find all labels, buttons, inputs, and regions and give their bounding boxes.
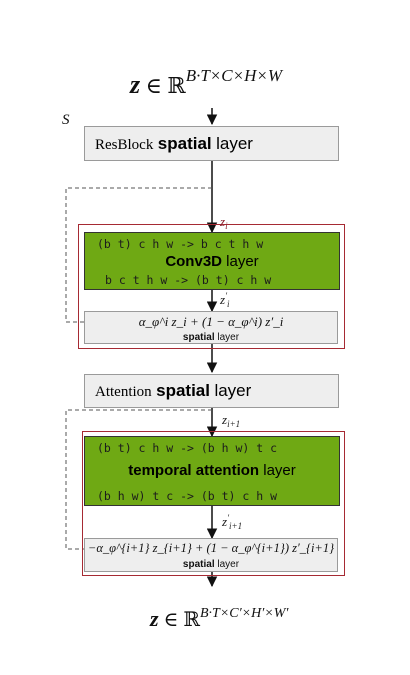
temporal-rearrange-in: (b t) c h w -> (b h w) t c: [97, 441, 278, 455]
input-in-symbol: ∈: [145, 74, 162, 99]
output-z-symbol: z: [150, 606, 159, 631]
conv3d-title: Conv3D layer: [85, 253, 339, 270]
mix1-formula: α_φ^i z_i + (1 − α_φ^i) z′_i: [138, 314, 284, 329]
input-dims: B·T×C×H×W: [185, 66, 282, 85]
block1-z-out-label: z′i: [220, 291, 230, 309]
output-dims: B·T×C′×H′×W′: [200, 606, 289, 621]
resblock-strong: spatial: [157, 134, 212, 153]
conv3d-rearrange-out: b c t h w -> (b t) c h w: [105, 273, 272, 287]
temporal-attention-layer-box: (b t) c h w -> (b h w) t c temporal atte…: [84, 436, 340, 506]
mix1-label: spatial layer: [182, 332, 240, 343]
output-in-symbol: ∈: [163, 607, 179, 631]
output-expression: z ∈ ℝB·T×C′×H′×W′: [150, 606, 288, 632]
attention-suffix: layer: [214, 381, 252, 400]
resblock-spatial-layer-box: ResBlock spatial layer: [84, 126, 339, 161]
conv3d-title-suffix: layer: [222, 253, 259, 270]
resblock-prefix: ResBlock: [95, 137, 154, 153]
conv3d-rearrange-in: (b t) c h w -> b c t h w: [97, 237, 264, 251]
mix1-spatial-layer-box: α_φ^i z_i + (1 − α_φ^i) z′_i spatial lay…: [84, 311, 338, 344]
temporal-title-suffix: layer: [259, 462, 296, 479]
attention-prefix: Attention: [95, 384, 152, 400]
block2-z-in-label: zi+1: [222, 412, 241, 429]
resblock-suffix: layer: [216, 134, 253, 153]
temporal-title: temporal attention layer: [85, 462, 339, 479]
temporal-title-strong: temporal attention: [128, 462, 260, 479]
input-expression: z ∈ ℝB·T×C×H×W: [130, 66, 282, 100]
conv3d-block-frame: [78, 224, 345, 349]
block1-z-in-label: zi: [220, 214, 228, 231]
conv3d-layer-box: (b t) c h w -> b c t h w Conv3D layer b …: [84, 232, 340, 290]
block2-z-out-label: z′i+1: [222, 513, 243, 531]
mix2-spatial-layer-box: −α_φ^{i+1} z_{i+1} + (1 − α_φ^{i+1}) z′_…: [84, 538, 338, 572]
side-label-s: S: [62, 112, 70, 128]
output-real-set: ℝ: [183, 607, 200, 631]
temporal-rearrange-out: (b h w) t c -> (b t) c h w: [97, 489, 278, 503]
temporal-attention-block-frame: [82, 431, 345, 576]
attention-strong: spatial: [156, 381, 210, 400]
mix2-formula: −α_φ^{i+1} z_{i+1} + (1 − α_φ^{i+1}) z′_…: [87, 541, 335, 555]
input-real-set: ℝ: [167, 74, 186, 99]
mix2-label: spatial layer: [182, 559, 240, 570]
attention-spatial-layer-box: Attention spatial layer: [84, 374, 339, 408]
input-z-symbol: z: [130, 70, 141, 99]
conv3d-title-strong: Conv3D: [165, 253, 222, 270]
